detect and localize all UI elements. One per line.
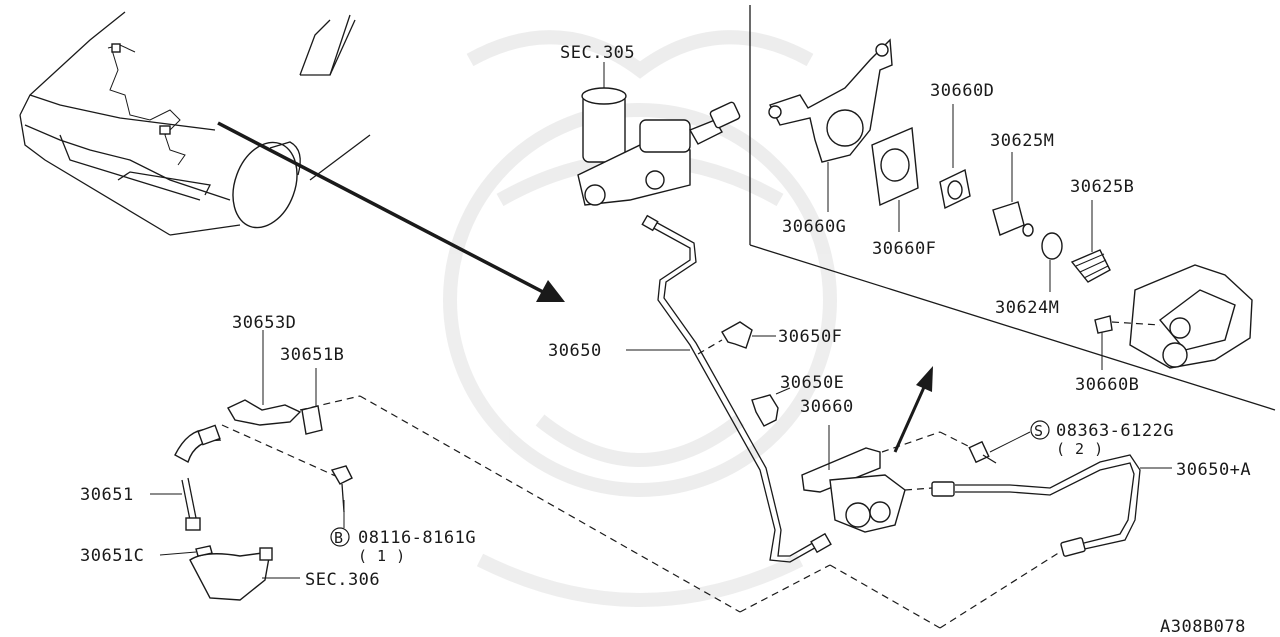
label-30660D: 30660D: [930, 81, 994, 101]
label-30650A: 30650+A: [1176, 460, 1251, 480]
label-30651: 30651: [80, 485, 134, 505]
label-30650E: 30650E: [780, 373, 844, 393]
bolt-08116-callout: B 08116-8161G ( 1 ): [330, 527, 476, 565]
label-sec305: SEC.305: [560, 43, 635, 63]
operating-cylinder: [801, 425, 941, 533]
clutch-pipe: [641, 214, 832, 563]
bolt-badge-b: B: [334, 529, 344, 547]
label-30650: 30650: [548, 341, 602, 361]
vehicle-outline: [19, 11, 371, 236]
label-30660G: 30660G: [782, 217, 846, 237]
inset-arrow: [893, 366, 933, 453]
screw-08363-callout: S 08363-6122G ( 2 ): [1030, 420, 1174, 458]
master-cylinder: [577, 62, 741, 206]
hose-30650A: [931, 454, 1172, 557]
screw-badge-s: S: [1034, 422, 1044, 440]
label-30625B: 30625B: [1070, 177, 1134, 197]
label-30660F: 30660F: [872, 239, 936, 259]
figure-id: A308B078: [1160, 617, 1246, 637]
inset-border: [749, 5, 1276, 411]
label-30660: 30660: [800, 397, 854, 417]
lower-left-assembly: [150, 330, 1061, 629]
label-30651B: 30651B: [280, 345, 344, 365]
screw-quantity: ( 2 ): [1056, 440, 1104, 458]
screw-08363: [939, 431, 1031, 464]
label-30653D: 30653D: [232, 313, 296, 333]
label-30624M: 30624M: [995, 298, 1059, 318]
label-30650F: 30650F: [778, 327, 842, 347]
labels: SEC.305 30660D 30625M 30625B 30660G 3066…: [80, 43, 1251, 637]
label-30625M: 30625M: [990, 131, 1054, 151]
clip-30650F: [697, 321, 776, 355]
label-08116-8161G: 08116-8161G: [358, 528, 476, 548]
bolt-quantity: ( 1 ): [358, 547, 406, 565]
label-30651C: 30651C: [80, 546, 144, 566]
label-30660B: 30660B: [1075, 375, 1139, 395]
inset-parts: [768, 38, 1253, 370]
watermark: [443, 30, 837, 607]
clip-30650E: [751, 387, 791, 427]
label-sec306: SEC.306: [305, 570, 380, 590]
label-08363-6122G: 08363-6122G: [1056, 421, 1174, 441]
direction-arrow: [217, 121, 565, 302]
